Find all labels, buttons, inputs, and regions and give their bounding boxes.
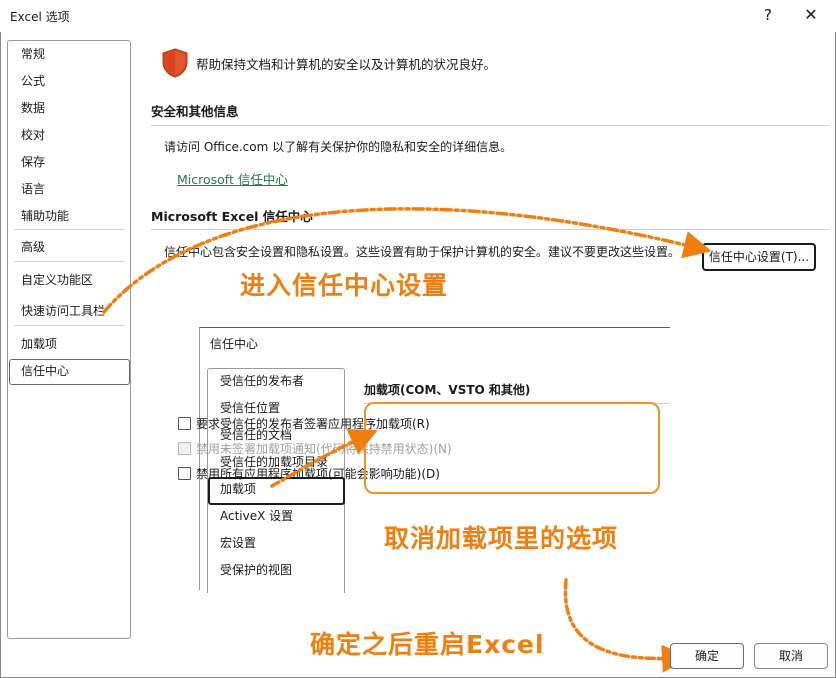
title-bar: Excel 选项 ? ✕ [0,0,836,32]
annotation-step2: 取消加载项里的选项 [384,524,619,553]
tc-item-activex-settings[interactable]: ActiveX 设置 [220,509,294,523]
microsoft-trust-center-link[interactable]: Microsoft 信任中心 [177,172,288,187]
help-button[interactable]: ? [764,6,772,24]
privacy-description: 请访问 Office.com 以了解有关保护你的隐私和安全的详细信息。 [164,140,513,154]
trust-center-settings-button[interactable]: 信任中心设置(T)... [702,243,816,271]
tc-item-trusted-addin-catalogs[interactable]: 受信任的加载项目录 [220,455,329,469]
arrow-to-ok-button [563,578,690,673]
sidebar-item-quick-access-toolbar[interactable]: 快速访问工具栏 [21,304,106,318]
sidebar-item-data[interactable]: 数据 [21,101,46,115]
trust-center-section-title: Microsoft Excel 信任中心 [151,209,313,224]
ok-button[interactable]: 确定 [670,643,744,669]
trust-center-title: 信任中心 [210,337,259,351]
addins-section-title: 加载项(COM、VSTO 和其他) [364,383,531,397]
sidebar-divider [14,261,124,262]
arrow-to-trust-center-button [102,207,712,314]
option-label: 要求受信任的发布者签署应用程序加载项(R) [196,417,430,431]
tc-item-protected-view[interactable]: 受保护的视图 [220,563,293,577]
option-label: 禁用未签署加载项通知(代码将保持禁用状态)(N) [196,442,452,456]
tc-item-addins[interactable]: 加载项 [220,482,257,496]
annotation-step3: 确定之后重启Excel [310,630,545,659]
security-section-title: 安全和其他信息 [151,104,239,119]
shield-icon [162,48,188,78]
trust-center-description: 信任中心包含安全设置和隐私设置。这些设置有助于保护计算机的安全。建议不要更改这些… [164,245,681,259]
close-button[interactable]: ✕ [804,5,818,24]
sidebar-item-save[interactable]: 保存 [21,155,46,169]
sidebar-item-accessibility[interactable]: 辅助功能 [21,209,70,223]
section-divider [151,229,829,230]
tc-item-macro-settings[interactable]: 宏设置 [220,536,257,550]
sidebar-item-formulas[interactable]: 公式 [21,74,46,88]
sidebar-item-customize-ribbon[interactable]: 自定义功能区 [21,273,94,287]
sidebar-item-proofing[interactable]: 校对 [21,128,46,142]
checkbox[interactable] [178,467,191,480]
sidebar-item-general[interactable]: 常规 [21,47,46,61]
sidebar-divider [14,325,124,326]
tc-item-trusted-documents[interactable]: 受信任的文档 [220,428,293,442]
options-sidebar: 常规 公式 数据 校对 保存 语言 辅助功能 高级 自定义功能区 快速访问工具栏… [7,40,131,639]
section-divider [151,125,829,126]
annotation-step1: 进入信任中心设置 [240,271,449,300]
checkbox [178,442,191,455]
option-label: 禁用所有应用程序加载项(可能会影响功能)(D) [196,467,440,481]
arrow-to-addins-item [270,429,378,488]
checkbox[interactable] [178,417,191,430]
sidebar-item-advanced[interactable]: 高级 [21,240,46,254]
sidebar-item-language[interactable]: 语言 [21,182,46,196]
sidebar-divider [14,229,124,230]
sidebar-item-trust-center[interactable]: 信任中心 [21,364,70,378]
trust-center-dialog-snippet: 信任中心 受信任的发布者 受信任位置 受信任的文档 受信任的加载项目录 加载项 … [199,327,670,593]
trust-center-sidebar: 受信任的发布者 受信任位置 受信任的文档 受信任的加载项目录 加载项 Activ… [207,368,345,593]
sidebar-item-addins[interactable]: 加载项 [21,337,58,351]
window-title: Excel 选项 [10,10,70,24]
cancel-button[interactable]: 取消 [754,643,828,669]
tc-item-trusted-publishers[interactable]: 受信任的发布者 [220,374,305,388]
tc-item-trusted-locations[interactable]: 受信任位置 [220,401,281,415]
header-description: 帮助保持文档和计算机的安全以及计算机的状况良好。 [196,57,497,72]
sidebar-selection-highlight [9,359,130,385]
